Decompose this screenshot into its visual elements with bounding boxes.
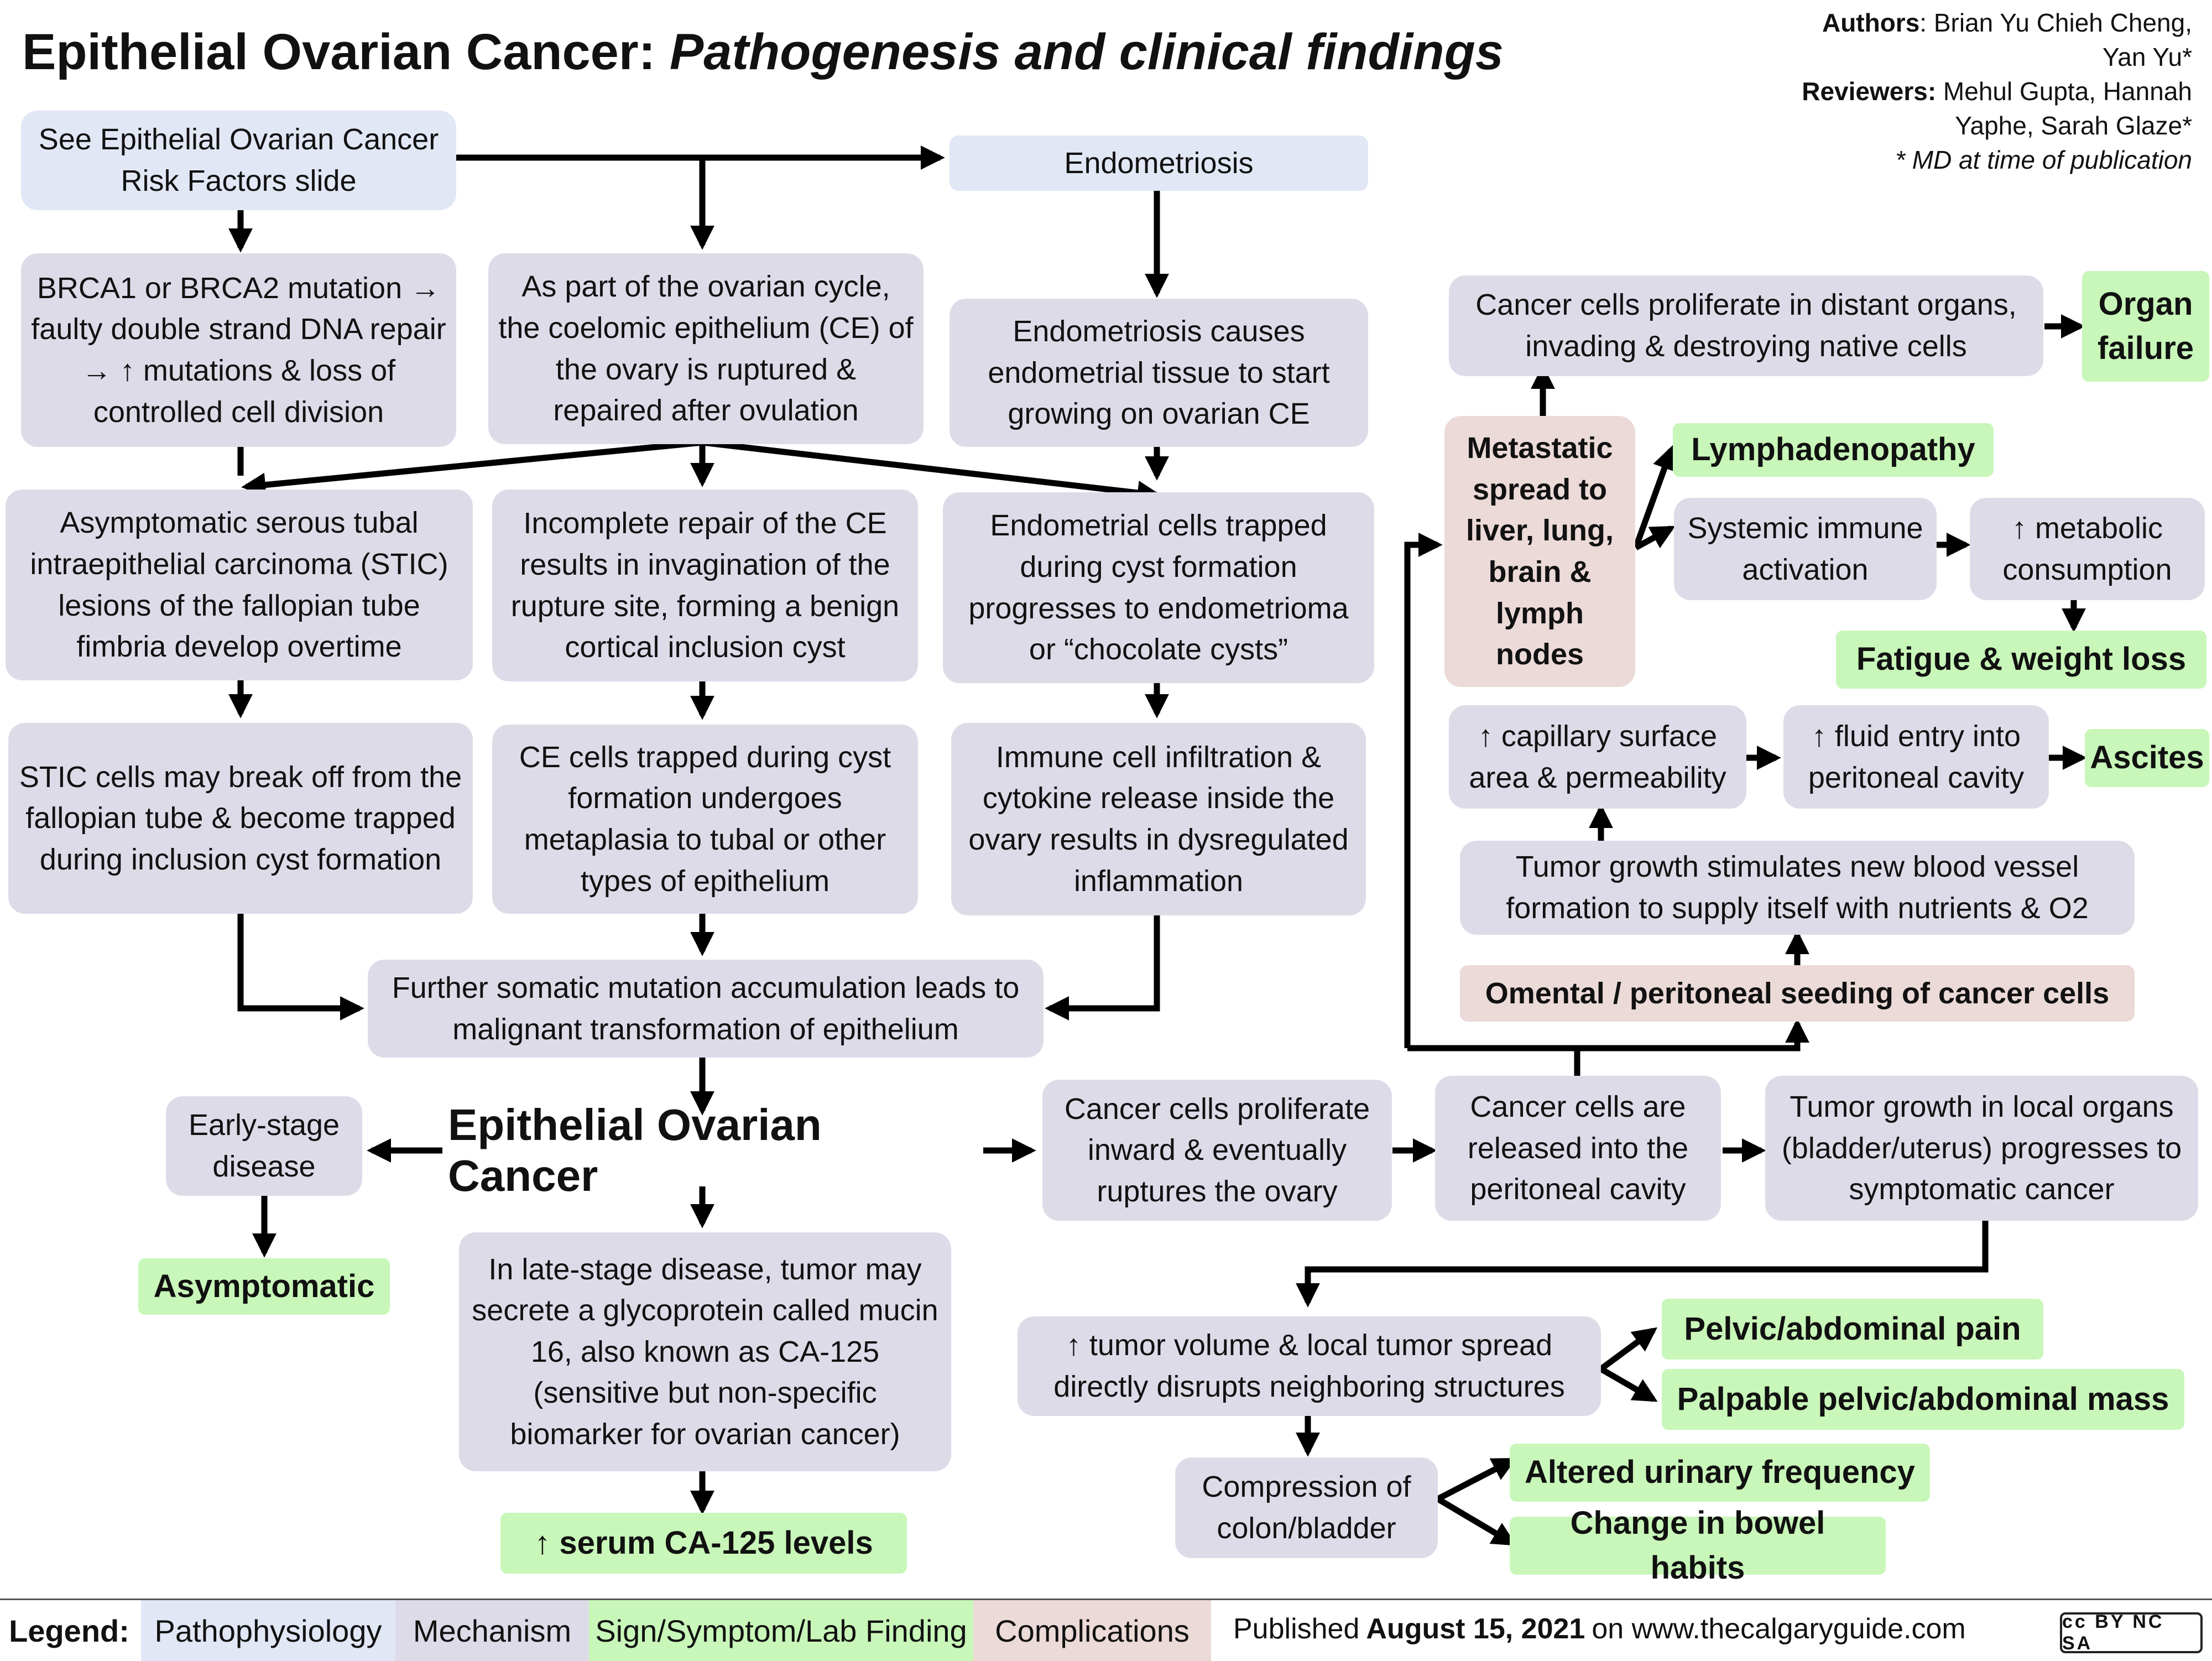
risk-factors-link[interactable]: See Epithelial Ovarian Cancer Risk Facto…: [21, 111, 456, 210]
stic-break-off-box: STIC cells may break off from the fallop…: [8, 723, 473, 914]
published-date: August 15, 2021: [1366, 1613, 1585, 1645]
distant-organs-box: Cancer cells proliferate in distant orga…: [1449, 275, 2043, 376]
capillary-permeability-box: ↑ capillary surface area & permeability: [1449, 705, 1746, 809]
fatigue-weight-loss-finding: Fatigue & weight loss: [1836, 631, 2206, 689]
creative-commons-badge[interactable]: cc BY NC SA: [2060, 1611, 2203, 1654]
endometriosis-box: Endometriosis: [950, 136, 1368, 191]
pelvic-pain-finding: Pelvic/abdominal pain: [1662, 1299, 2043, 1360]
fluid-entry-box: ↑ fluid entry into peritoneal cavity: [1783, 705, 2049, 809]
legend-label: Legend:: [9, 1613, 129, 1648]
authors-block: Authors: Brian Yu Chieh Cheng, Yan Yu* R…: [1772, 6, 2192, 177]
legend-sign-symptom: Sign/Symptom/Lab Finding: [589, 1600, 973, 1661]
authors-names: : Brian Yu Chieh Cheng, Yan Yu*: [1919, 8, 2192, 72]
compression-box: Compression of colon/bladder: [1175, 1457, 1438, 1558]
ascites-finding: Ascites: [2085, 729, 2209, 787]
omental-seeding-box: Omental / peritoneal seeding of cancer c…: [1460, 965, 2135, 1022]
published-site[interactable]: on www.thecalgaryguide.com: [1592, 1613, 1966, 1645]
legend-complications: Complications: [973, 1600, 1211, 1661]
organ-failure-finding: Organ failure: [2082, 271, 2209, 382]
tumor-volume-box: ↑ tumor volume & local tumor spread dire…: [1018, 1316, 1601, 1416]
endometrioma-box: Endometrial cells trapped during cyst fo…: [943, 492, 1374, 683]
released-peritoneal-box: Cancer cells are released into the perit…: [1435, 1076, 1721, 1221]
title-main: Epithelial Ovarian Cancer:: [22, 24, 656, 80]
tumor-local-organs-box: Tumor growth in local organs (bladder/ut…: [1765, 1076, 2198, 1221]
incomplete-repair-box: Incomplete repair of the CE results in i…: [492, 490, 918, 681]
ovarian-cycle-box: As part of the ovarian cycle, the coelom…: [488, 253, 924, 444]
lymphadenopathy-finding: Lymphadenopathy: [1673, 423, 1994, 477]
legend-pathophysiology: Pathophysiology: [141, 1600, 395, 1661]
legend-mechanism: Mechanism: [395, 1600, 589, 1661]
brca-mutation-box: BRCA1 or BRCA2 mutation → faulty double …: [21, 253, 456, 447]
publication-note: * MD at time of publication: [1895, 145, 2192, 175]
early-stage-box: Early-stage disease: [166, 1096, 362, 1196]
metabolic-consumption-box: ↑ metabolic consumption: [1970, 498, 2205, 600]
legend: Legend: Pathophysiology Mechanism Sign/S…: [0, 1598, 2212, 1661]
reviewers-names: Mehul Gupta, Hannah Yaphe, Sarah Glaze*: [1936, 77, 2192, 140]
metastatic-spread-box: Metastatic spread to liver, lung, brain …: [1444, 416, 1635, 687]
reviewers-line: Reviewers: Mehul Gupta, Hannah Yaphe, Sa…: [1772, 74, 2192, 143]
endometriosis-causes-box: Endometriosis causes endometrial tissue …: [950, 299, 1368, 447]
serum-ca125-finding: ↑ serum CA-125 levels: [500, 1513, 907, 1574]
systemic-immune-box: Systemic immune activation: [1674, 498, 1937, 600]
palpable-mass-finding: Palpable pelvic/abdominal mass: [1662, 1369, 2184, 1430]
angiogenesis-box: Tumor growth stimulates new blood vessel…: [1460, 841, 2135, 935]
page-title: Epithelial Ovarian Cancer: Pathogenesis …: [22, 23, 1504, 81]
title-subtitle: Pathogenesis and clinical findings: [669, 24, 1504, 80]
ce-trapped-box: CE cells trapped during cyst formation u…: [492, 725, 918, 914]
published-prefix: Published: [1233, 1613, 1360, 1645]
late-stage-ca125-box: In late-stage disease, tumor may secrete…: [459, 1232, 951, 1471]
reviewers-label: Reviewers:: [1802, 77, 1937, 106]
epithelial-ovarian-cancer-label: Epithelial Ovarian Cancer: [448, 1100, 822, 1200]
bowel-habits-finding: Change in bowel habits: [1510, 1505, 1886, 1586]
urinary-frequency-finding: Altered urinary frequency: [1510, 1444, 1930, 1502]
proliferate-inward-box: Cancer cells proliferate inward & eventu…: [1042, 1080, 1392, 1221]
authors-label: Authors: [1822, 8, 1920, 37]
authors-line: Authors: Brian Yu Chieh Cheng, Yan Yu*: [1794, 6, 2192, 74]
immune-infiltration-box: Immune cell infiltration & cytokine rele…: [951, 723, 1366, 915]
publication-info: Published August 15, 2021 on www.thecalg…: [1233, 1598, 1966, 1659]
further-mutation-box: Further somatic mutation accumulation le…: [368, 960, 1044, 1058]
asymptomatic-finding: Asymptomatic: [138, 1258, 390, 1315]
stic-lesions-box: Asymptomatic serous tubal intraepithelia…: [6, 490, 473, 680]
